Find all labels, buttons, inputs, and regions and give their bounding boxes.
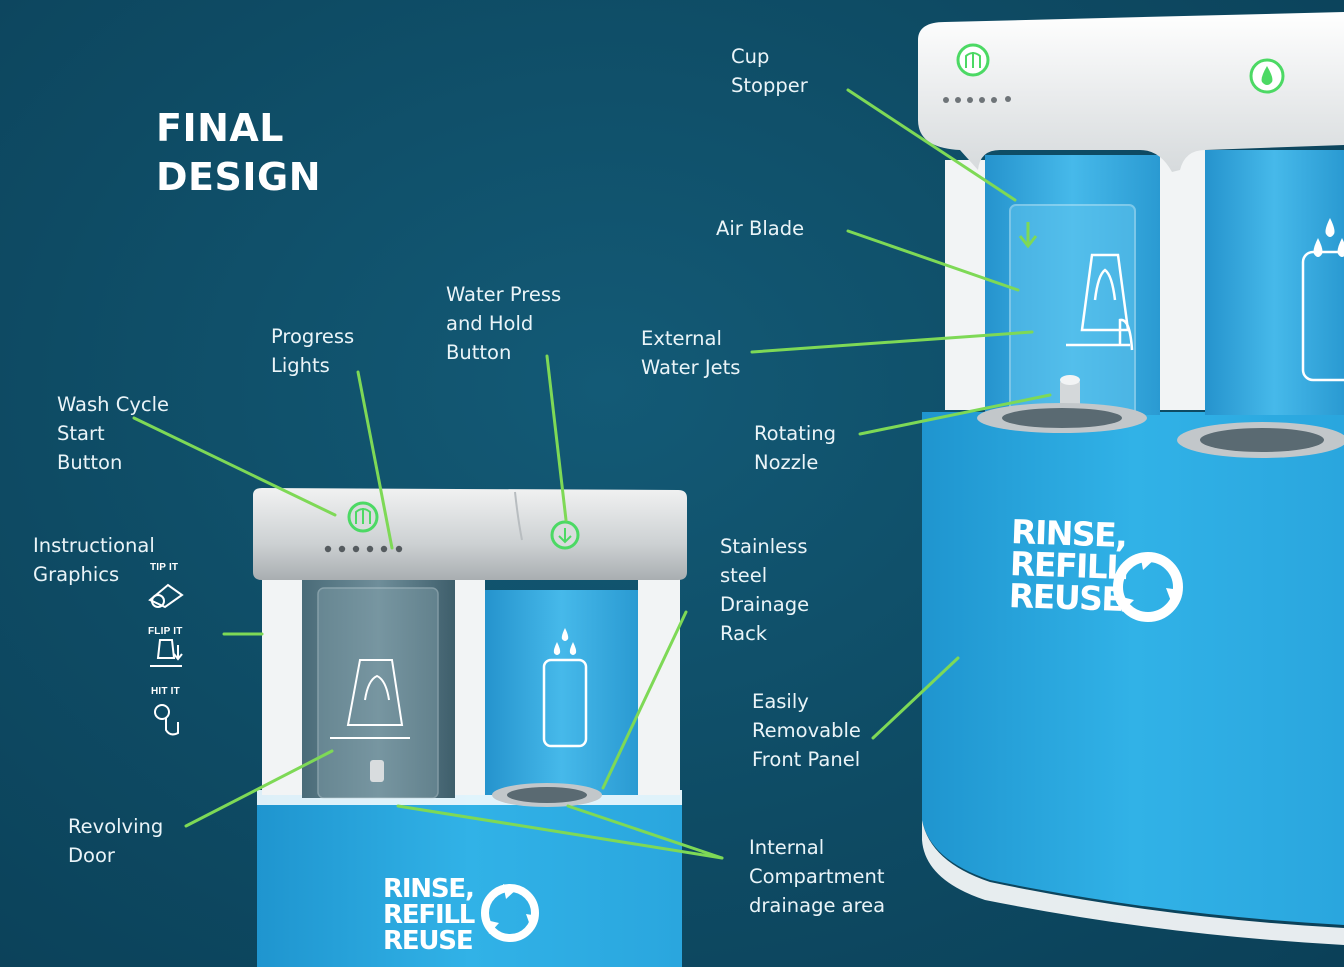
brand-line-1: RINSE, <box>383 874 475 904</box>
fountain-icon <box>1066 253 1134 351</box>
brand-logo-large: RINSE, REFILL REUSE <box>1008 512 1127 619</box>
label-air-blade: Air Blade <box>716 217 805 240</box>
page-title: FINAL DESIGN <box>156 104 321 202</box>
instruction-tip-it: TIP IT <box>150 562 179 573</box>
label-drainage-area: Internal Compartment drainage area <box>749 836 886 917</box>
label-drainage-rack: Stainless steel Drainage Rack <box>720 535 810 645</box>
label-wash-cycle-button: Wash Cycle Start Button <box>57 393 169 474</box>
label-rotating-nozzle: Rotating Nozzle <box>754 422 836 474</box>
instruction-flip-it: FLIP IT <box>148 626 183 637</box>
bottle-icon <box>1301 250 1344 382</box>
small-unit <box>253 488 687 967</box>
brand-line-3: REUSE <box>1008 575 1124 619</box>
brand-line-2: REFILL <box>383 900 475 930</box>
callout-lines <box>132 88 1052 860</box>
label-cup-stopper: Cup Stopper <box>731 45 808 97</box>
brand-line-3: REUSE <box>383 926 474 956</box>
title-line-1: FINAL <box>156 106 285 150</box>
instruction-pictograms <box>148 583 184 736</box>
large-unit <box>918 12 1344 945</box>
label-external-water-jets: External Water Jets <box>641 327 741 379</box>
label-water-press-button: Water Press and Hold Button <box>446 283 562 364</box>
label-revolving-door: Revolving Door <box>68 815 164 867</box>
label-instructional-graphics: Instructional Graphics <box>33 534 155 586</box>
brand-logo-small: RINSE, REFILL REUSE <box>383 874 475 956</box>
title-line-2: DESIGN <box>156 155 322 199</box>
label-progress-lights: Progress Lights <box>271 325 355 377</box>
label-front-panel: Easily Removable Front Panel <box>752 690 861 771</box>
recycle-icon <box>1113 552 1183 622</box>
instruction-hit-it: HIT IT <box>151 686 180 697</box>
